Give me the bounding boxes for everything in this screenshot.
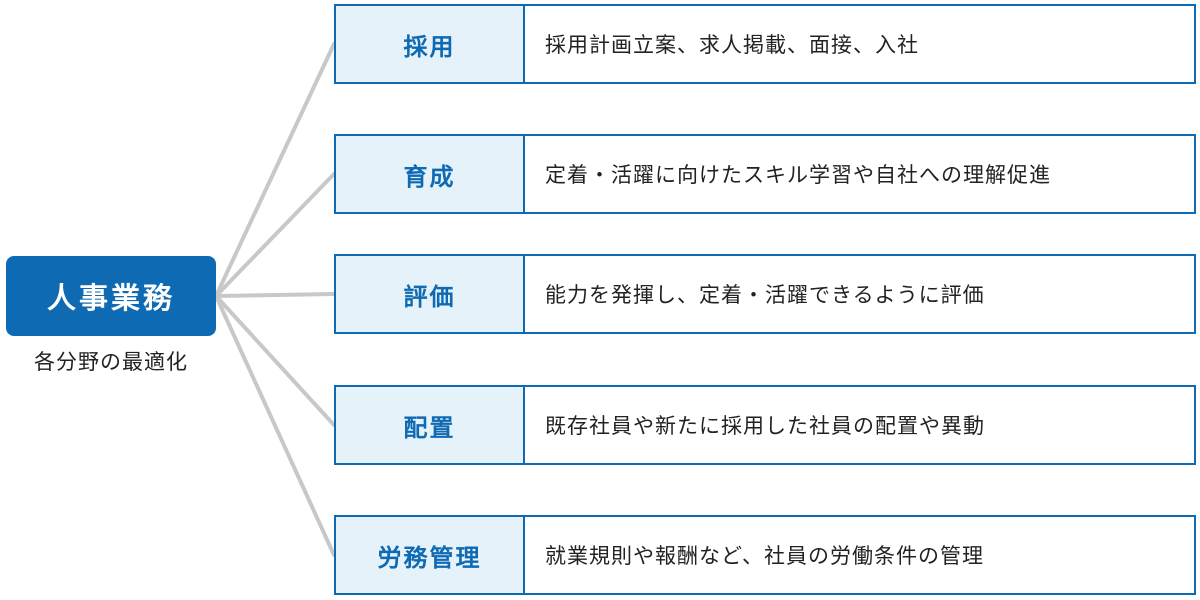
branch-description: 能力を発揮し、定着・活躍できるように評価 xyxy=(525,254,1196,334)
branch-description-text: 定着・活躍に向けたスキル学習や自社への理解促進 xyxy=(545,163,1051,187)
branch-description-text: 既存社員や新たに採用した社員の配置や異動 xyxy=(545,414,985,438)
branch-description-text: 採用計画立案、求人掲載、面接、入社 xyxy=(545,33,919,57)
branch-category: 配置 xyxy=(334,385,525,465)
branch-row: 評価 能力を発揮し、定着・活躍できるように評価 xyxy=(334,254,1196,334)
root-title: 人事業務 xyxy=(46,281,175,315)
branch-description: 既存社員や新たに採用した社員の配置や異動 xyxy=(525,385,1196,465)
root-subtitle: 各分野の最適化 xyxy=(34,350,188,374)
branch-description-text: 就業規則や報酬など、社員の労働条件の管理 xyxy=(545,544,984,568)
branch-category: 採用 xyxy=(334,4,525,84)
connector-line-4 xyxy=(214,294,336,557)
branch-category-label: 評価 xyxy=(403,282,456,311)
connector-line-3 xyxy=(214,294,336,427)
branch-description: 就業規則や報酬など、社員の労働条件の管理 xyxy=(525,515,1196,595)
connector-line-2 xyxy=(214,292,336,298)
branch-description-text: 能力を発揮し、定着・活躍できるように評価 xyxy=(545,283,985,307)
branch-category-label: 配置 xyxy=(403,413,456,442)
branch-row: 育成 定着・活躍に向けたスキル学習や自社への理解促進 xyxy=(334,134,1196,214)
branch-category-label: 労務管理 xyxy=(377,543,482,572)
branch-description: 定着・活躍に向けたスキル学習や自社への理解促進 xyxy=(525,134,1196,214)
branch-category: 評価 xyxy=(334,254,525,334)
branch-row: 労務管理 就業規則や報酬など、社員の労働条件の管理 xyxy=(334,515,1196,595)
branch-description: 採用計画立案、求人掲載、面接、入社 xyxy=(525,4,1196,84)
root-node: 人事業務 xyxy=(6,256,216,336)
branch-category: 育成 xyxy=(334,134,525,214)
branch-category-label: 採用 xyxy=(403,32,456,61)
branch-category-label: 育成 xyxy=(403,162,456,191)
branch-row: 採用 採用計画立案、求人掲載、面接、入社 xyxy=(334,4,1196,84)
connector-line-1 xyxy=(214,172,336,298)
branch-category: 労務管理 xyxy=(334,515,525,595)
connector-line-0 xyxy=(214,42,336,298)
branch-row: 配置 既存社員や新たに採用した社員の配置や異動 xyxy=(334,385,1196,465)
